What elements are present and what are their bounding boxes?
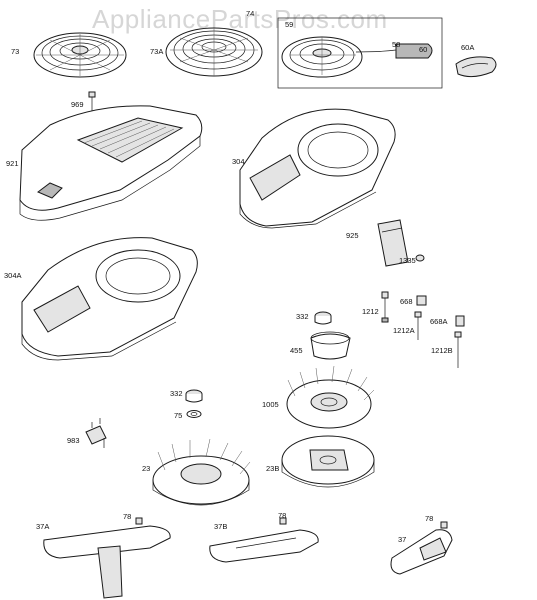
part-label-1212: 1212 (362, 307, 379, 316)
baffle-925 (377, 219, 409, 267)
part-label-921: 921 (6, 159, 19, 168)
part-label-37: 37 (398, 535, 407, 544)
part-label-1335: 1335 (399, 256, 416, 265)
washer-75 (186, 410, 202, 418)
part-label-75: 75 (174, 411, 183, 420)
part-label-58: 58 (392, 40, 401, 49)
brake-bracket-37b (209, 517, 319, 563)
part-label-304: 304 (232, 157, 245, 166)
part-label-78-c: 78 (425, 514, 434, 523)
part-label-37b: 37B (214, 522, 228, 531)
part-label-78-b: 78 (278, 511, 287, 520)
stud-1212 (381, 291, 389, 323)
part-label-668: 668 (400, 297, 413, 306)
grass-screen-73a (165, 27, 263, 77)
part-label-304a: 304A (4, 271, 22, 280)
part-label-668a: 668A (430, 317, 448, 326)
part-label-73: 73 (11, 47, 20, 56)
part-label-1212a: 1212A (393, 326, 415, 335)
flywheel-23b (281, 435, 375, 488)
part-label-332-top: 332 (296, 312, 309, 321)
part-label-60: 60 (419, 45, 428, 54)
part-label-332-mid: 332 (170, 389, 183, 398)
blower-housing-304 (239, 108, 396, 229)
flywheel-fan-1005 (286, 365, 375, 429)
spacer-668a (455, 315, 465, 327)
bracket-983 (85, 418, 107, 448)
part-label-73a: 73A (150, 47, 164, 56)
part-label-1005: 1005 (262, 400, 279, 409)
starter-handle-60a (455, 56, 497, 78)
part-label-983: 983 (67, 436, 80, 445)
rewind-starter-box (277, 17, 443, 89)
nut-332-top (314, 311, 332, 325)
part-label-969: 969 (71, 100, 84, 109)
part-label-59: 59 (285, 20, 294, 29)
part-label-1212b: 1212B (431, 346, 453, 355)
part-label-74: 74 (246, 9, 255, 18)
ground-screw-1335 (415, 254, 425, 262)
brake-bracket-37 (390, 521, 453, 575)
part-label-60a: 60A (461, 43, 475, 52)
part-label-455: 455 (290, 346, 303, 355)
flywheel-23 (152, 438, 251, 506)
grass-screen-73 (33, 32, 127, 78)
part-label-37a: 37A (36, 522, 50, 531)
part-label-925: 925 (346, 231, 359, 240)
part-label-23b: 23B (266, 464, 280, 473)
sleeve-455 (310, 331, 351, 360)
nut-332-mid (185, 389, 203, 403)
blower-cover-921 (19, 91, 203, 221)
stud-1212b (454, 331, 462, 368)
part-label-23: 23 (142, 464, 151, 473)
part-label-78-a: 78 (123, 512, 132, 521)
blower-housing-304a (21, 237, 198, 361)
watermark: AppliancePartsPros.com (92, 4, 388, 34)
brake-bracket-37a (43, 517, 171, 599)
stud-1212a (414, 311, 422, 340)
spacer-668 (416, 295, 427, 306)
